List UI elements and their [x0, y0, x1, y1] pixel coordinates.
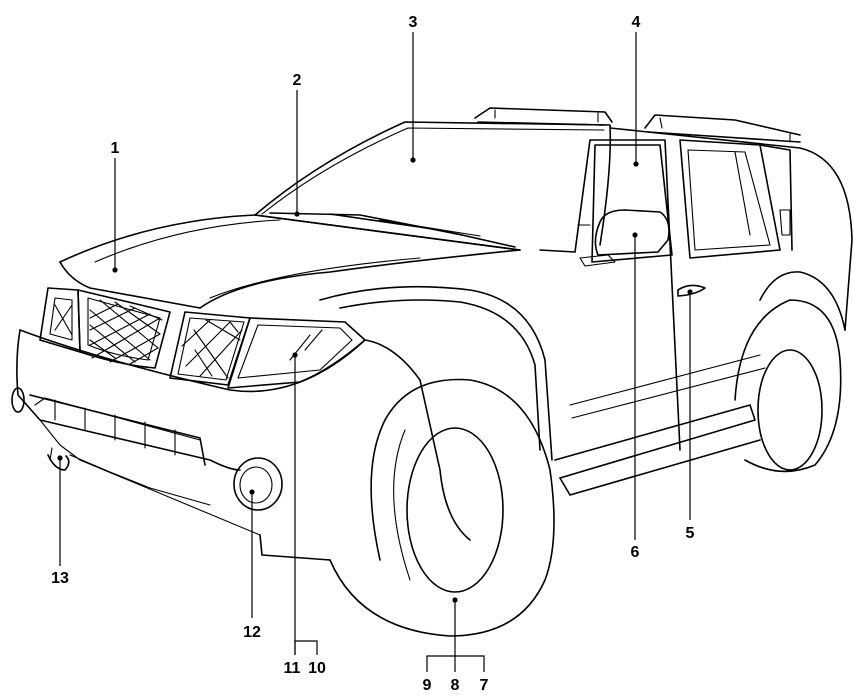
fog-lamp: [233, 457, 283, 511]
callout-2: 2: [293, 72, 302, 89]
callout-6: 6: [631, 544, 640, 561]
callout-5: 5: [686, 525, 695, 542]
callout-11: 11: [284, 660, 301, 677]
callout-3: 3: [409, 14, 418, 31]
callout-9: 9: [423, 677, 432, 694]
side-mirror: [579, 209, 670, 267]
windshield: [254, 121, 612, 251]
callout-leaders: [57, 32, 693, 672]
callout-12: 12: [243, 624, 261, 641]
front-tire: [329, 378, 555, 637]
callout-4: 4: [632, 14, 641, 31]
roof-rails: [474, 107, 801, 143]
callout-labels: 1 2 3 4 5 6 7 8 9 10 11 12 13: [51, 14, 694, 694]
rear-wheel: [734, 271, 846, 473]
callout-10: 10: [308, 660, 326, 677]
callout-13: 13: [51, 570, 69, 587]
body-side: [539, 127, 853, 496]
hood: [59, 214, 521, 309]
corner-lamp: [11, 387, 25, 413]
callout-8: 8: [451, 677, 460, 694]
rear-quarter: [577, 209, 791, 236]
tow-hook: [47, 447, 70, 471]
callout-7: 7: [480, 677, 489, 694]
callout-1: 1: [111, 140, 120, 157]
wipers: [269, 212, 516, 248]
front-bumper: [16, 329, 366, 561]
door-handle: [677, 284, 706, 297]
vehicle-line-art: [11, 107, 853, 637]
front-fender: [319, 285, 553, 541]
grille: [39, 287, 251, 386]
